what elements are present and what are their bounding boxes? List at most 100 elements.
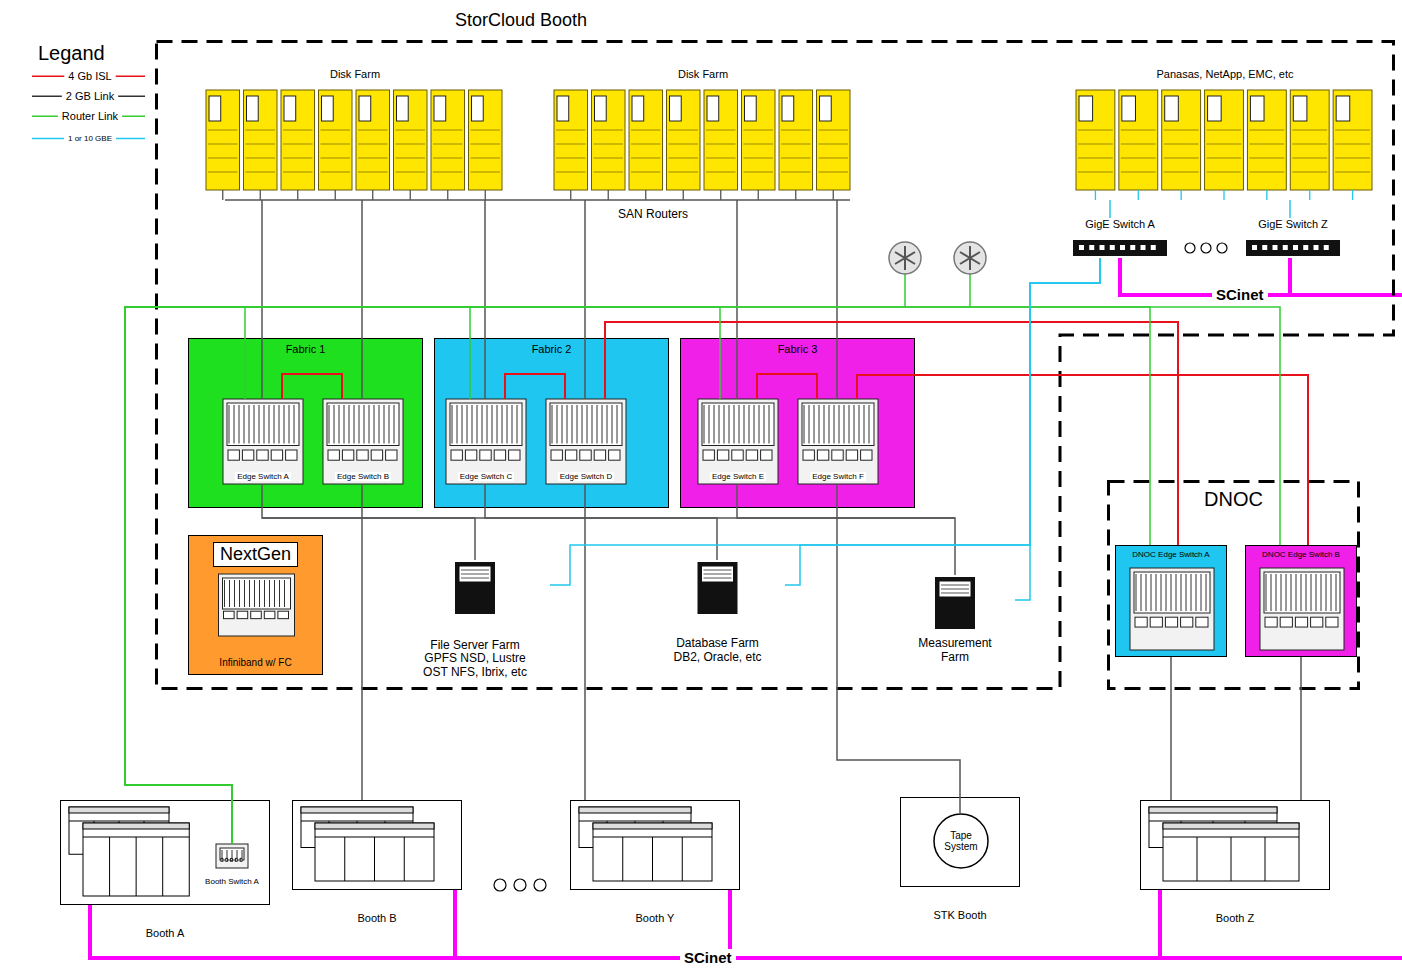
- rack-shelf: [1121, 144, 1156, 145]
- switch-body: [1260, 568, 1344, 650]
- screen-window: [315, 823, 434, 881]
- nextgen-label: Infiniband w/ FC: [219, 657, 291, 669]
- window-column: [136, 837, 137, 896]
- rack-shelf: [1078, 158, 1113, 159]
- disk-rack: [469, 90, 503, 190]
- rack-shelf: [208, 158, 238, 159]
- legend-samples: [32, 76, 145, 138]
- disk-rack: [1247, 90, 1286, 190]
- switch-slot: [552, 405, 553, 444]
- switch-port: [1120, 245, 1125, 250]
- nas-label: Panasas, NetApp, EMC, etc: [1157, 68, 1294, 81]
- ellipsis-dot: [1217, 243, 1227, 253]
- rack-stub: [1138, 190, 1139, 200]
- switch-port: [846, 450, 857, 460]
- connector: [857, 375, 1308, 545]
- switch-port: [832, 450, 843, 460]
- rack-shelf: [781, 158, 811, 159]
- disk-rack: [244, 90, 278, 190]
- rack-shelf: [283, 144, 313, 145]
- switch-slot: [339, 405, 340, 444]
- window-column: [1231, 837, 1232, 881]
- connector: [484, 200, 486, 399]
- connector: [505, 374, 565, 399]
- san-bus: [225, 199, 850, 201]
- switch-port: [494, 450, 505, 460]
- farm-label: Disk Farm: [678, 68, 728, 81]
- switch-slot: [829, 405, 830, 444]
- rack-shelf: [706, 144, 736, 145]
- switch-slot: [507, 405, 508, 444]
- rack-shelf: [246, 158, 276, 159]
- switch-slot: [512, 405, 513, 444]
- switch-slot: [492, 405, 493, 444]
- connector: [584, 484, 586, 800]
- router-icon: [954, 242, 986, 274]
- region-outline: [157, 42, 1394, 689]
- switch-slot: [1266, 574, 1267, 611]
- switch-body: [1073, 240, 1167, 256]
- rack-stub: [297, 190, 298, 200]
- switch-panel: [550, 403, 622, 446]
- switch-slot: [854, 405, 855, 444]
- connector: [125, 307, 470, 844]
- switch-slot: [232, 850, 233, 858]
- edge-switch: Edge Switch A: [223, 399, 303, 484]
- switch-slot: [597, 405, 598, 444]
- switch-slot: [289, 405, 290, 444]
- switch-slot: [809, 405, 810, 444]
- rack-shelf: [594, 172, 624, 173]
- switch-slot: [814, 405, 815, 444]
- switch-slot: [587, 405, 588, 444]
- connector: [605, 322, 1178, 545]
- connector: [125, 307, 1150, 844]
- switch-slot: [607, 405, 608, 444]
- edge-label: Edge Switch A: [235, 472, 291, 481]
- disk-rack: [779, 90, 813, 190]
- switch-body: [1130, 568, 1214, 650]
- tape-circle: Tape System: [933, 813, 989, 869]
- server-label: DB2, Oracle, etc: [673, 651, 761, 665]
- rack-shelf: [1207, 144, 1242, 145]
- rack-shelf: [819, 144, 849, 145]
- window-column: [1265, 837, 1266, 881]
- window-bar: [301, 807, 413, 813]
- ethernet-switch: GigE Switch A: [1065, 218, 1175, 258]
- disk-rack: [1205, 90, 1244, 190]
- bswitch-label: Booth Switch A: [205, 877, 259, 886]
- switch-slot: [452, 405, 453, 444]
- nextgen-box: NextGenInfiniband w/ FC: [188, 535, 323, 675]
- switch-port: [465, 450, 476, 460]
- router-link: [905, 274, 970, 307]
- rack-panel: [595, 96, 607, 121]
- rack-stub: [410, 190, 411, 200]
- window-bar: [315, 823, 434, 829]
- switch-slot: [364, 405, 365, 444]
- rack-shelf: [208, 130, 238, 131]
- edge-label: Edge Switch F: [810, 472, 866, 481]
- server-body: [455, 562, 495, 614]
- tape-label: Tape System: [941, 830, 981, 853]
- switch-port: [803, 450, 814, 460]
- switch-port: [609, 450, 620, 460]
- rack-shelf: [1292, 130, 1327, 131]
- disk-rack: [431, 90, 465, 190]
- switch-slot: [869, 405, 870, 444]
- switch-slot: [764, 405, 765, 444]
- switch-slot: [714, 405, 715, 444]
- switch-slot: [224, 580, 225, 607]
- fabric-label: Fabric 3: [778, 343, 818, 356]
- switch-slot: [1296, 574, 1297, 611]
- switch-slot: [487, 405, 488, 444]
- switch-slot: [1196, 574, 1197, 611]
- switch-slot: [582, 405, 583, 444]
- switch-port: [551, 450, 562, 460]
- rack-shelf: [631, 158, 661, 159]
- switch-port: [1079, 245, 1084, 250]
- disk-rack: [1290, 90, 1329, 190]
- rack-shelf: [358, 130, 388, 131]
- switch-slot: [1146, 574, 1147, 611]
- switch-port: [509, 450, 520, 460]
- rack-shelf: [669, 144, 699, 145]
- switch-body: [1246, 240, 1340, 256]
